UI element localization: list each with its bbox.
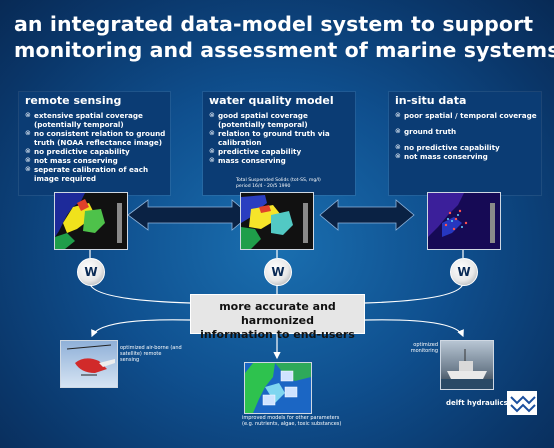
w-symbol-left: W xyxy=(77,258,105,286)
curve-right-to-center xyxy=(364,283,464,304)
double-arrow-left xyxy=(127,199,251,231)
panel-item: not mass conserving xyxy=(395,152,537,161)
title-line-1: an integrated data-model system to suppo… xyxy=(14,12,534,36)
brand-name: delft hydraulics xyxy=(446,399,508,407)
output-caption-right: optimized monitoring xyxy=(410,342,438,354)
helicopter-photo xyxy=(60,340,118,388)
panel-item: no predictive capability xyxy=(25,147,166,156)
center-box: more accurate and harmonized information… xyxy=(190,294,365,341)
panel-water-quality-model: water quality model good spatial coverag… xyxy=(203,92,355,195)
panel-item: no predictive capability xyxy=(395,143,537,152)
panel-title-remote-sensing: remote sensing xyxy=(25,94,122,107)
panel-in-situ-data: in-situ data poor spatial / temporal cov… xyxy=(389,92,541,195)
map-caption-1: Total Suspended Solids (tot-SS, mg/l) xyxy=(236,178,321,183)
improved-models-map xyxy=(244,362,312,414)
panel-item: poor spatial / temporal coverage xyxy=(395,111,537,120)
panel-item: ground truth xyxy=(395,127,537,136)
monitoring-ship-photo xyxy=(440,340,494,390)
map-caption-2: period 16/4 - 20/5 1990 xyxy=(236,184,291,189)
panel-item: not mass conserving xyxy=(25,156,166,165)
w-symbol-right: W xyxy=(450,258,478,286)
double-arrow-right xyxy=(319,199,415,231)
output-caption-middle: improved models for other parameters (e.… xyxy=(242,415,342,427)
panel-list-in-situ-data: poor spatial / temporal coverage ground … xyxy=(395,111,537,161)
title-line-2: monitoring and assessment of marine syst… xyxy=(14,38,554,62)
panel-item: good spatial coverage (potentially tempo… xyxy=(209,111,351,129)
panel-title-in-situ-data: in-situ data xyxy=(395,94,467,107)
map-water-quality-model xyxy=(240,192,314,250)
panel-list-remote-sensing: extensive spatial coverage (potentially … xyxy=(25,111,166,183)
panel-item: relation to ground truth via calibration xyxy=(209,129,351,147)
delft-hydraulics-logo xyxy=(507,391,537,415)
map-in-situ-data xyxy=(427,192,501,250)
w-symbol-middle: W xyxy=(264,258,292,286)
curve-left-to-center xyxy=(89,283,191,304)
panel-item: mass conserving xyxy=(209,156,351,165)
panel-list-water-quality-model: good spatial coverage (potentially tempo… xyxy=(209,111,351,165)
panel-title-water-quality-model: water quality model xyxy=(209,94,334,107)
arrow-to-right-output xyxy=(364,319,464,338)
panel-remote-sensing: remote sensing extensive spatial coverag… xyxy=(19,92,170,195)
output-caption-left: optimized air-borne (and satellite) remo… xyxy=(120,345,182,363)
panel-item: no consistent relation to ground truth (… xyxy=(25,129,166,147)
center-box-line-2: information to end-users xyxy=(200,328,355,341)
panel-item: extensive spatial coverage (potentially … xyxy=(25,111,166,129)
center-box-line-1: more accurate and harmonized xyxy=(219,300,336,327)
arrow-to-left-output xyxy=(91,319,191,338)
map-remote-sensing xyxy=(54,192,128,250)
panel-item: predictive capability xyxy=(209,147,351,156)
panel-item: seperate calibration of each image requi… xyxy=(25,165,166,183)
